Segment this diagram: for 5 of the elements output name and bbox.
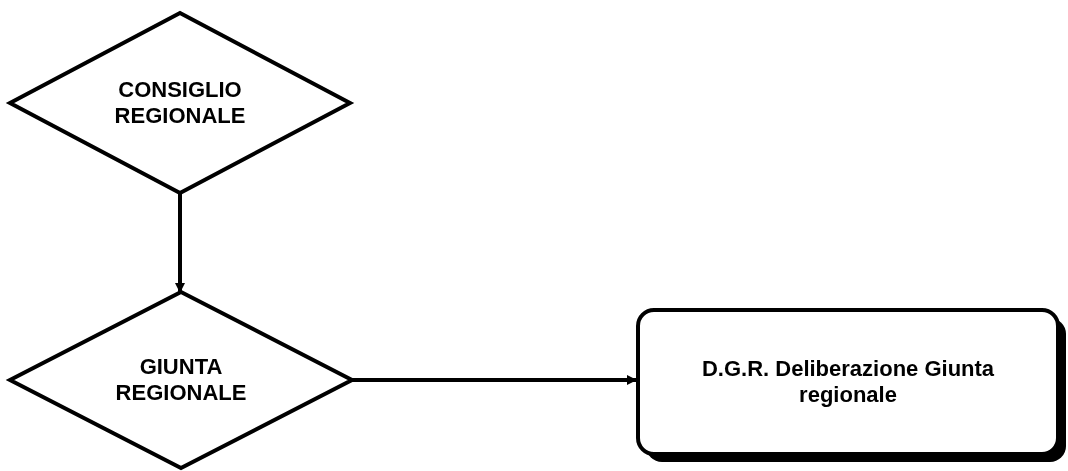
node-label: D.G.R. Deliberazione Giunta regionale (700, 356, 996, 408)
node-label: CONSIGLIO REGIONALE (113, 77, 247, 129)
node-label: GIUNTA REGIONALE (114, 354, 248, 406)
arrow (352, 375, 637, 385)
arrow (175, 193, 185, 293)
